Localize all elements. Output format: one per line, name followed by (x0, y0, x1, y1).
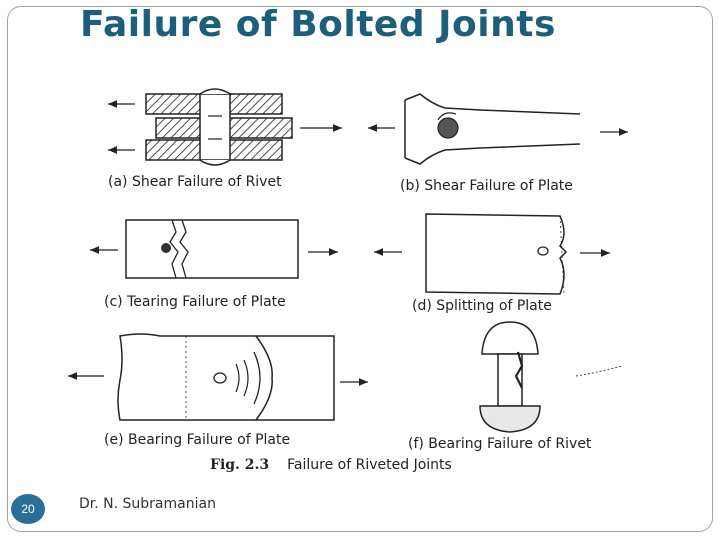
caption-c: (c) Tearing Failure of Plate (104, 294, 286, 310)
diagram-d-splitting-plate (374, 213, 610, 295)
riveted-joints-figure: (a) Shear Failure of Rivet (b) Shear Fai… (60, 70, 660, 480)
diagram-e-bearing-plate (68, 333, 368, 421)
figure-caption: Fig. 2.3 Failure of Riveted Joints (210, 457, 452, 473)
diagram-f-bearing-rivet (479, 321, 623, 433)
figure-drawing (68, 88, 628, 433)
caption-e: (e) Bearing Failure of Plate (104, 432, 291, 448)
caption-d: (d) Splitting of Plate (412, 298, 552, 314)
caption-f: (f) Bearing Failure of Rivet (408, 436, 592, 452)
caption-a: (a) Shear Failure of Rivet (108, 174, 282, 190)
figure-number: Fig. 2.3 (210, 457, 270, 473)
author-name: Dr. N. Subramanian (79, 496, 216, 512)
diagram-b-shear-plate (368, 93, 628, 165)
slide-title: Failure of Bolted Joints (80, 4, 556, 45)
diagram-a-shear-rivet (108, 88, 342, 166)
page-number-badge: 20 (11, 494, 45, 524)
figure-title: Failure of Riveted Joints (287, 457, 452, 473)
diagram-c-tearing-plate (90, 219, 338, 279)
slide-frame (7, 6, 713, 532)
caption-b: (b) Shear Failure of Plate (400, 178, 573, 194)
